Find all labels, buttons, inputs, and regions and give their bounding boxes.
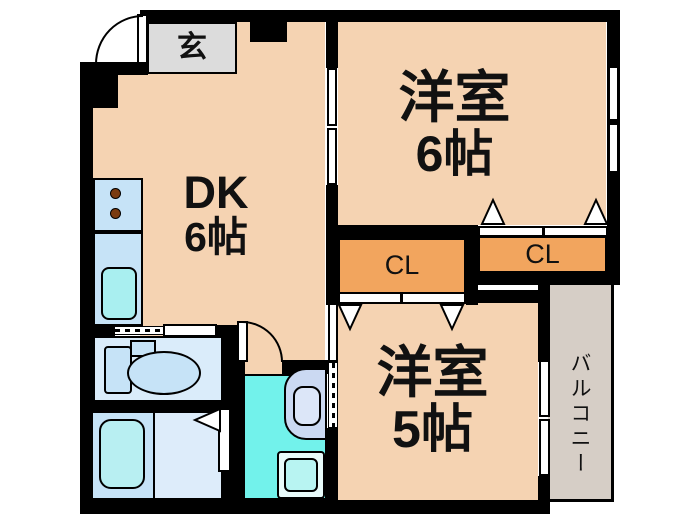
closet-right-label: CL — [478, 236, 607, 273]
wall-washroom-5-divider — [326, 428, 338, 500]
western5-floor — [338, 303, 538, 500]
wall-partition-upper — [326, 22, 338, 68]
dk-floor — [140, 22, 325, 374]
wall-partition-cl — [326, 238, 338, 305]
stove-burner-icon — [110, 208, 121, 219]
wall-entry-step — [80, 62, 148, 75]
balcony-text: バルコニー — [568, 351, 592, 477]
wall-closet-divider — [466, 225, 478, 305]
entrance-hall — [147, 22, 237, 74]
closet-left-door — [338, 292, 402, 304]
entrance-text: 玄 — [177, 31, 207, 65]
toilet-sliding-door — [163, 324, 217, 337]
western5-door-pocket — [328, 362, 338, 428]
closet-right-door — [543, 226, 608, 237]
entrance-label: 玄 — [147, 22, 237, 74]
western6-name: 洋室 — [398, 66, 511, 130]
wall-top — [140, 10, 620, 22]
dk-name: DK — [183, 166, 249, 218]
wall-western5-top — [466, 290, 550, 303]
closet-left-door — [401, 292, 466, 304]
western5-name: 洋室 — [376, 341, 489, 405]
washing-machine-pan-inner — [284, 458, 318, 492]
western6-window — [608, 66, 619, 121]
western6-label: 洋室 6帖 — [372, 64, 537, 186]
wall-partition-lower — [326, 185, 338, 238]
balcony-window — [539, 419, 550, 476]
wall-western5-right-upper — [538, 285, 550, 362]
western6-floor — [338, 22, 606, 225]
western5-sliding-door — [328, 303, 338, 362]
wall-toilet-bath-divider — [80, 400, 235, 413]
western6-size: 6帖 — [415, 126, 494, 183]
kitchen-sink — [101, 267, 137, 320]
wall-under-closet-right — [478, 273, 620, 285]
wall-left — [80, 62, 93, 514]
washroom-door-panel — [237, 321, 248, 362]
balcony-label: バルコニー — [560, 330, 598, 498]
closet-right-text: CL — [525, 239, 560, 270]
wall-pillar — [250, 22, 287, 42]
dk-label: DK 6帖 — [146, 160, 286, 268]
entrance-door-arc — [95, 15, 144, 65]
balcony-window — [539, 360, 550, 417]
wash-basin-bowl — [293, 386, 321, 426]
dk-western6-slider-panel — [327, 68, 337, 126]
closet-right — [478, 236, 607, 273]
wall-toilet-top-left — [93, 325, 115, 338]
toilet-door-pocket — [114, 326, 164, 335]
balcony — [548, 283, 614, 502]
bathtub — [99, 419, 145, 489]
kitchen-stove — [93, 178, 143, 232]
western5-size: 5帖 — [392, 401, 473, 460]
stove-burner-icon — [110, 188, 121, 199]
toilet-bowl — [127, 351, 201, 395]
wall-western6-bottom — [338, 225, 478, 238]
bathroom-folding-door — [218, 408, 231, 472]
closet-left-text: CL — [384, 249, 420, 280]
dk-size: 6帖 — [184, 214, 248, 261]
western6-window — [608, 123, 619, 173]
wall-corner-chunk — [93, 75, 118, 108]
western5-label: 洋室 5帖 — [350, 336, 515, 466]
wall-bottom — [80, 500, 548, 514]
dk-western6-slider-panel — [327, 128, 337, 185]
closet-left-label: CL — [338, 238, 466, 292]
